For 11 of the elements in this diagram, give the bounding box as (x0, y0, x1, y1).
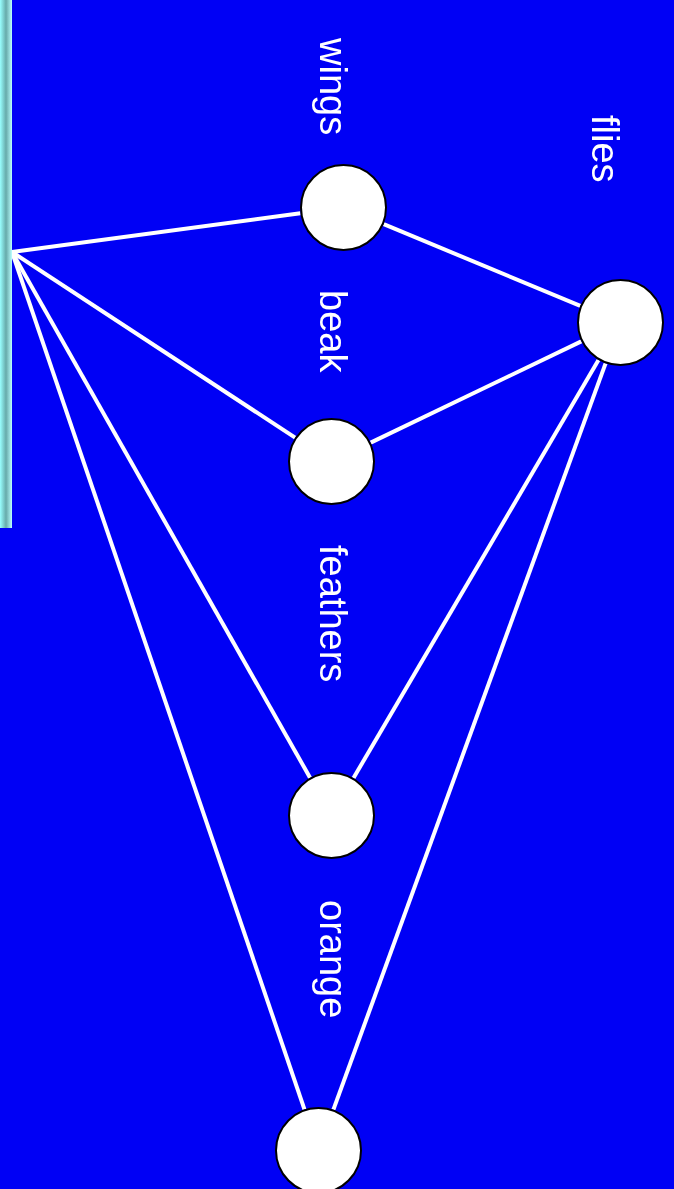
word-label: beak (314, 290, 352, 373)
word-label: orange (314, 900, 352, 1019)
word-label: wings (314, 38, 352, 136)
connector-line (382, 222, 582, 308)
connector-line (11, 211, 301, 254)
word-label: flies (586, 115, 624, 183)
photo-placeholder (0, 0, 12, 528)
connector-line (351, 359, 601, 779)
connector-line (369, 339, 583, 445)
connector-line (331, 362, 608, 1111)
word-label: feathers (314, 545, 352, 683)
